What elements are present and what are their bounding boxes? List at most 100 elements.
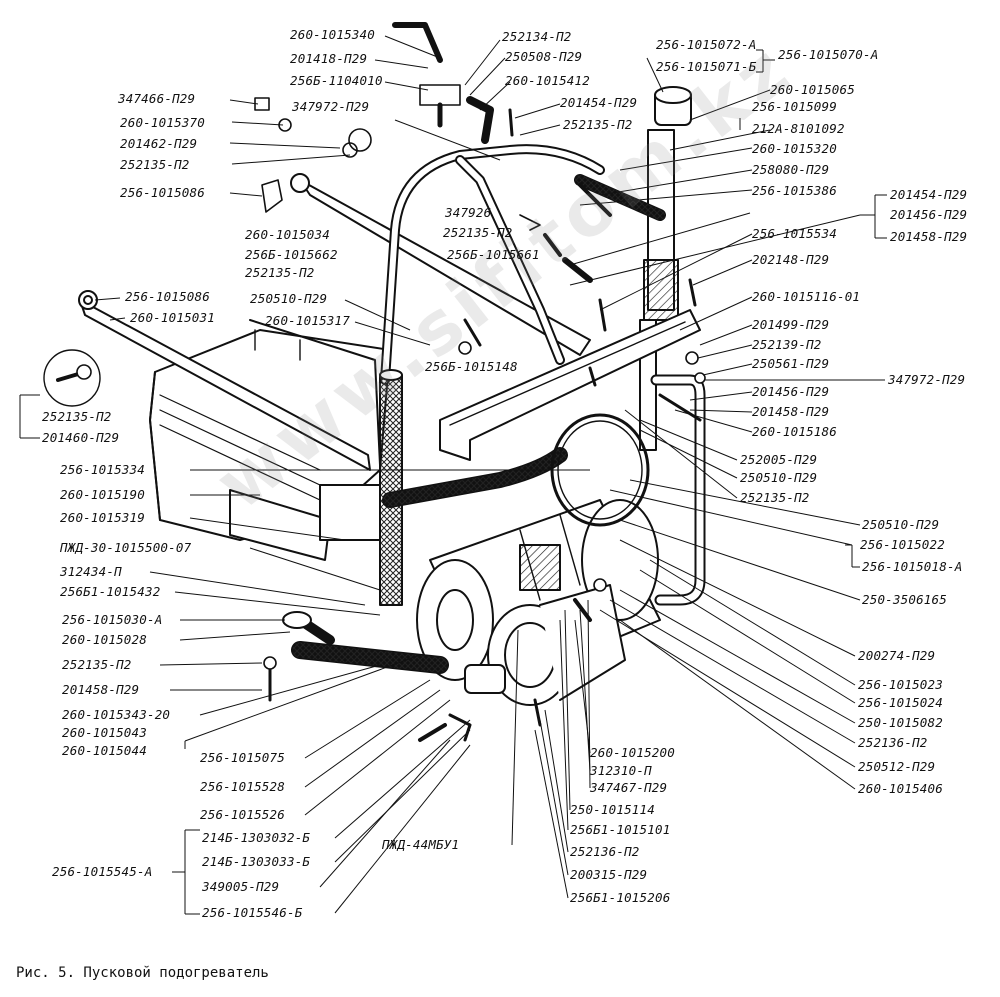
part-label: 250561-П29 [752, 356, 830, 371]
part-label: 212А-8101092 [752, 121, 845, 136]
part-label: 312434-П [60, 564, 122, 579]
part-label: 201458-П29 [752, 404, 830, 419]
part-label: 260-1015406 [858, 781, 943, 796]
part-label: 312310-П [590, 763, 652, 778]
part-label: 252134-П2 [502, 29, 572, 44]
part-label: 201454-П29 [890, 187, 968, 202]
part-label: 256-1015030-А [62, 612, 163, 627]
part-label: 256-1015023 [858, 677, 943, 692]
part-label: 256Б1-1015101 [570, 822, 671, 837]
part-label: 260-1015031 [130, 310, 215, 325]
part-label: 256-1015075 [200, 750, 285, 765]
part-label: 252136-П2 [858, 735, 928, 750]
part-label: 256-1015086 [120, 185, 205, 200]
part-label: 347926 [445, 205, 492, 220]
part-label: 201454-П29 [560, 95, 638, 110]
part-label: 260-1015028 [62, 632, 147, 647]
part-label: 260-1015340 [290, 27, 375, 42]
part-label: ПЖД-30-1015500-07 [60, 540, 192, 555]
part-label: 250-3506165 [862, 592, 947, 607]
part-label: 250-1015082 [858, 715, 943, 730]
part-label: 256Б-1015662 [245, 247, 338, 262]
part-label: 347972-П29 [888, 372, 966, 387]
part-label: 202148-П29 [752, 252, 830, 267]
part-label: 256-1015086 [125, 289, 210, 304]
part-label: 260-1015370 [120, 115, 205, 130]
part-label: 256-1015386 [752, 183, 837, 198]
part-label: 201458-П29 [890, 229, 968, 244]
part-label: 201458-П29 [62, 682, 140, 697]
part-label: 250512-П29 [858, 759, 936, 774]
part-label: 256-1015071-Б [656, 59, 757, 74]
fasteners [43, 22, 706, 742]
part-label: 256-1015070-А [778, 47, 879, 62]
part-label: 200315-П29 [570, 867, 648, 882]
part-label: 252135-П2 [62, 657, 132, 672]
part-label: 214Б-1303033-Б [202, 854, 311, 869]
part-label: 252135-П2 [740, 490, 810, 505]
part-label: 260-1015186 [752, 424, 837, 439]
part-label: 256-1015018-А [862, 559, 963, 574]
part-label: 250508-П29 [505, 49, 583, 64]
leader-lines [19, 35, 887, 915]
part-label: 256Б1-1015206 [570, 890, 671, 905]
heater-assembly [43, 22, 706, 742]
part-label: 260-1015044 [62, 743, 147, 758]
part-label: 260-1015190 [60, 487, 145, 502]
part-label: 349005-П29 [202, 879, 280, 894]
part-label: 250510-П29 [250, 291, 328, 306]
part-label: 260-1015034 [245, 227, 330, 242]
part-label: 201418-П29 [290, 51, 368, 66]
part-label: 252135-П2 [443, 225, 513, 240]
figure-caption: Рис. 5. Пусковой подогреватель [16, 965, 269, 981]
part-label: 256Б-1015661 [447, 247, 540, 262]
part-label: 252135-П2 [120, 157, 190, 172]
support-bracket [439, 309, 701, 461]
part-label: 347466-П29 [118, 91, 196, 106]
part-label: 260-1015412 [505, 73, 590, 88]
part-label: 260-1015343-20 [62, 707, 171, 722]
part-label: 256-1015334 [60, 462, 145, 477]
part-label: 260-1015200 [590, 745, 675, 760]
part-label: 260-1015319 [60, 510, 145, 525]
part-label: ПЖД-44МБУ1 [382, 837, 460, 852]
part-label: 201456-П29 [890, 207, 968, 222]
part-label: 256-1015099 [752, 99, 837, 114]
part-label: 260-1015043 [62, 725, 147, 740]
part-label: 250510-П29 [862, 517, 940, 532]
part-label: 256-1015526 [200, 807, 285, 822]
part-label: 256Б-1015148 [425, 359, 518, 374]
part-label: 258080-П29 [752, 162, 830, 177]
part-label: 347972-П29 [292, 99, 370, 114]
part-label: 214Б-1303032-Б [202, 830, 311, 845]
part-label: 256Б-1104010 [290, 73, 383, 88]
part-label: 256-1015545-А [52, 864, 153, 879]
part-label: 260-1015065 [770, 82, 855, 97]
part-label: 252139-П2 [752, 337, 822, 352]
part-label: 256-1015024 [858, 695, 943, 710]
part-label: 252135-П2 [563, 117, 633, 132]
part-label: 250-1015114 [570, 802, 655, 817]
part-label: 256-1015528 [200, 779, 285, 794]
part-label: 201499-П29 [752, 317, 830, 332]
part-label: 252005-П29 [740, 452, 818, 467]
part-label: 256Б1-1015432 [60, 584, 161, 599]
part-label: 260-1015116-01 [752, 289, 861, 304]
part-label: 256-1015534 [752, 226, 837, 241]
part-label: 347467-П29 [590, 780, 668, 795]
part-label: 260-1015320 [752, 141, 837, 156]
part-label: 201460-П29 [42, 430, 120, 445]
part-label: 201462-П29 [120, 136, 198, 151]
part-label: 250510-П29 [740, 470, 818, 485]
part-label: 252135-П2 [245, 265, 315, 280]
part-label: 201456-П29 [752, 384, 830, 399]
part-label: 260-1015317 [265, 313, 350, 328]
part-label: 256-1015546-Б [202, 905, 303, 920]
part-label: 256-1015072-А [656, 37, 757, 52]
part-label: 252136-П2 [570, 844, 640, 859]
part-label: 200274-П29 [858, 648, 936, 663]
part-label: 256-1015022 [860, 537, 945, 552]
part-label: 252135-П2 [42, 409, 112, 424]
